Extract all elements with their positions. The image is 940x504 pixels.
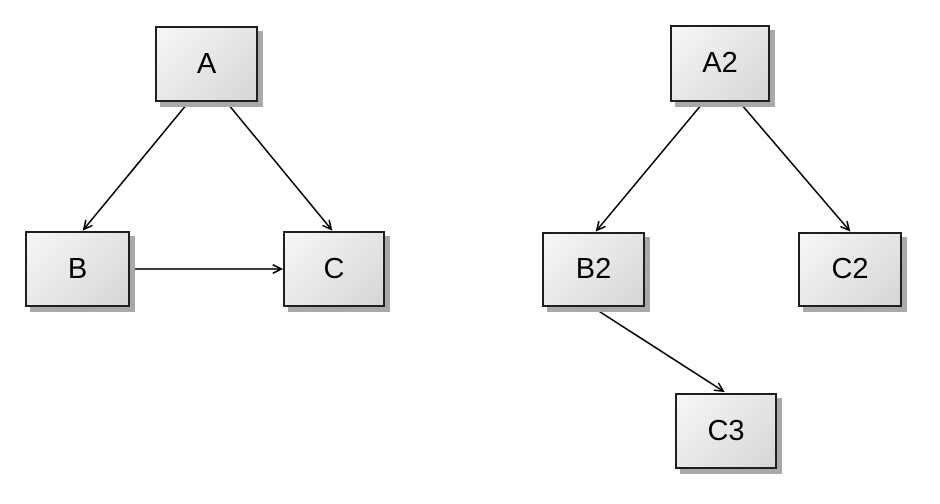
node-label: C (323, 252, 345, 285)
edges-group (82, 103, 851, 393)
node-A2: A2 (670, 25, 770, 102)
edge-A2-C2 (740, 103, 851, 232)
node-label: B2 (575, 253, 612, 285)
edge-A-C (227, 103, 333, 231)
node-C: C (283, 231, 385, 307)
node-B2: B2 (542, 232, 645, 307)
node-label: A (196, 47, 217, 80)
edge-A-B (82, 103, 188, 231)
node-label: C3 (707, 414, 745, 447)
node-label: B (67, 252, 88, 285)
node-label: A2 (702, 47, 738, 79)
node-C3: C3 (675, 393, 777, 469)
edge-A2-B2 (595, 103, 703, 232)
edge-B2-C3 (593, 307, 725, 393)
node-A: A (155, 26, 258, 102)
node-C2: C2 (798, 232, 902, 307)
node-B: B (25, 231, 130, 307)
node-label: C2 (831, 253, 869, 285)
